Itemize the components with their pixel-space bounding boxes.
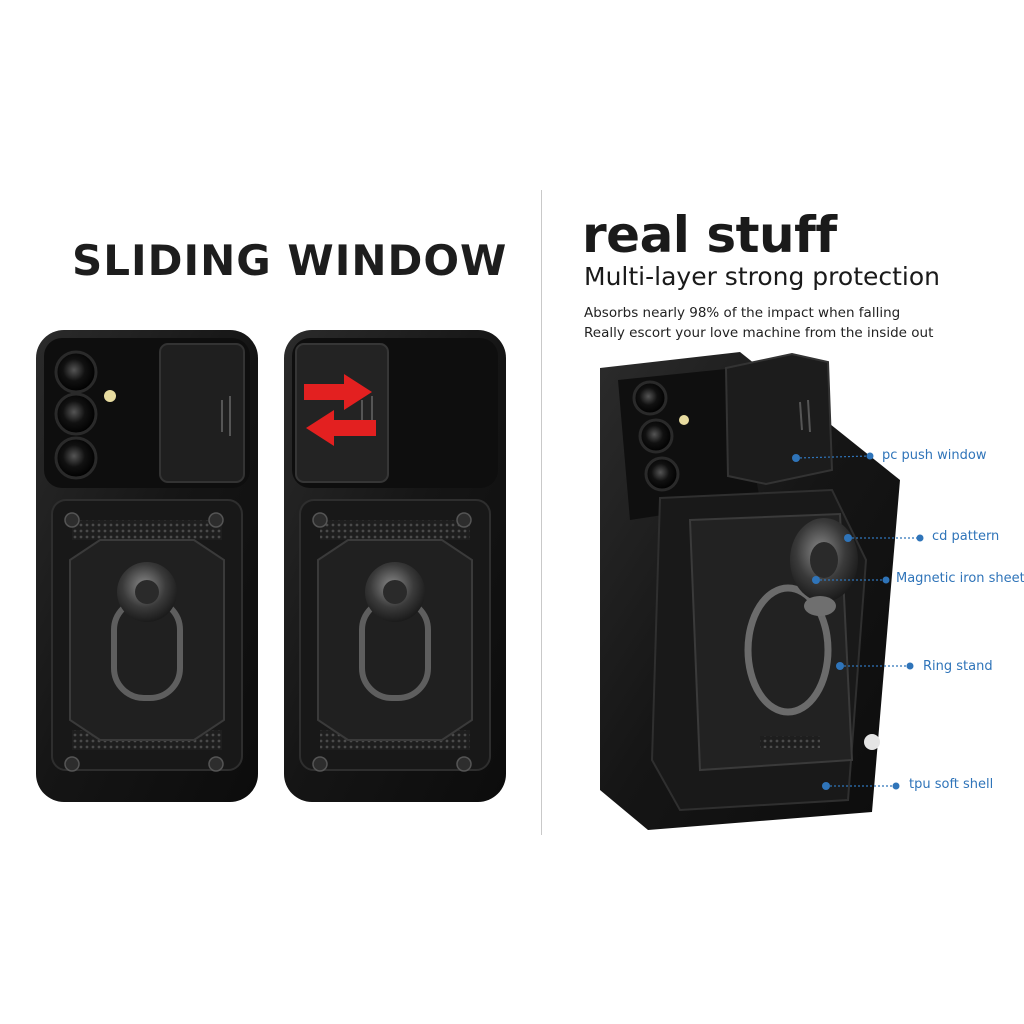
camera-lens-icon <box>638 418 674 454</box>
camera-slider-closed <box>295 343 389 483</box>
flash-icon <box>679 415 689 425</box>
callout-pc-push-window: pc push window <box>882 448 987 463</box>
arrow-left-icon <box>306 410 376 446</box>
panel-divider <box>541 190 542 835</box>
camera-lens-icon <box>54 436 98 480</box>
description-line: Absorbs nearly 98% of the impact when fa… <box>584 305 901 321</box>
case-window-open <box>36 330 258 802</box>
callout-tpu-soft-shell: tpu soft shell <box>909 777 994 792</box>
camera-slider <box>159 343 245 483</box>
callout-lines <box>792 452 924 790</box>
callout-magnetic-iron-sheet: Magnetic iron sheet <box>896 571 1024 586</box>
callout-dot-icon <box>882 576 890 584</box>
callout-ring-stand: Ring stand <box>923 659 993 674</box>
case-window-closed <box>284 330 506 802</box>
case-exploded-view <box>600 352 900 830</box>
callout-dot-icon <box>916 534 924 542</box>
protection-subheading: Multi-layer strong protection <box>584 262 941 291</box>
sliding-window-heading: SLIDING WINDOW <box>72 236 508 285</box>
callout-dot-icon <box>906 662 914 670</box>
pc-push-window <box>724 352 834 486</box>
real-stuff-heading: real stuff <box>582 206 837 264</box>
flash-icon <box>104 390 116 402</box>
callout-cd-pattern: cd pattern <box>932 529 1000 544</box>
camera-lens-icon <box>632 380 668 416</box>
ring-stand <box>744 584 832 716</box>
camera-lens-icon <box>644 456 680 492</box>
callout-dot-icon <box>866 452 874 460</box>
camera-lens-icon <box>54 392 98 436</box>
callout-dot-icon <box>892 782 900 790</box>
arrow-right-icon <box>304 374 372 410</box>
camera-lens-icon <box>54 350 98 394</box>
description-line: Really escort your love machine from the… <box>584 325 934 341</box>
magnetic-iron-sheet <box>804 596 836 616</box>
